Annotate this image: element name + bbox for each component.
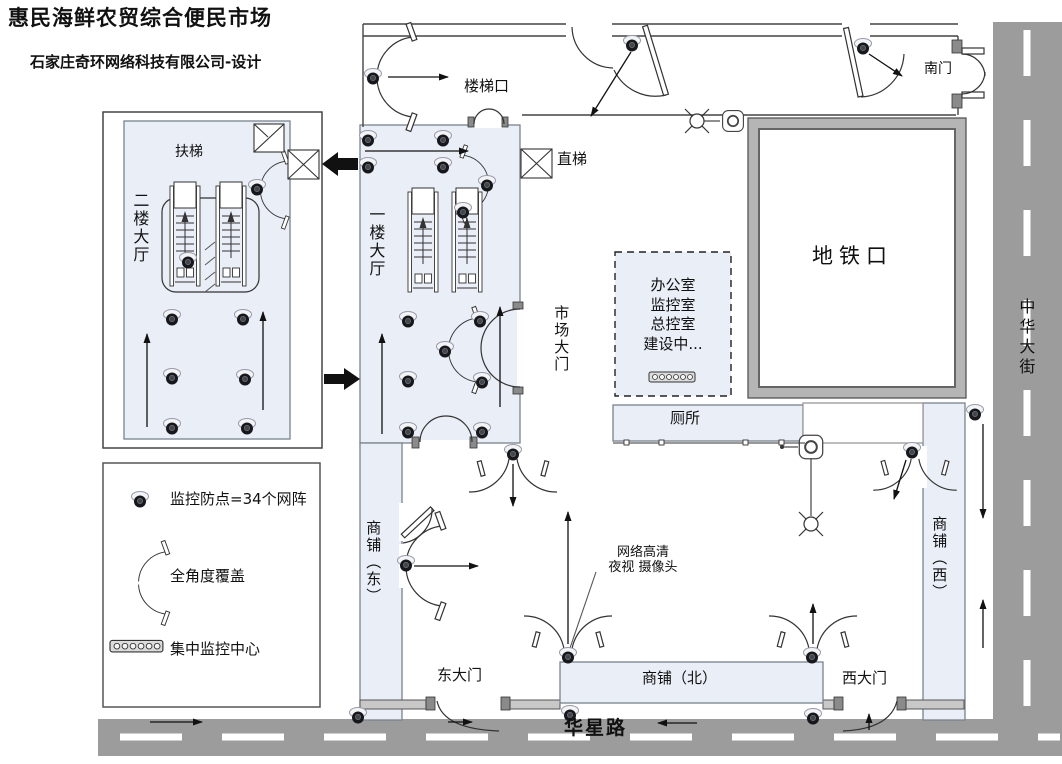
toilet-room <box>612 404 804 442</box>
flow-arrow-left <box>322 152 358 176</box>
corridor-room <box>802 402 924 444</box>
page-subtitle: 石家庄奇环网络科技有限公司-设计 <box>30 53 262 71</box>
dome-camera-icon <box>364 68 382 85</box>
doors-layer <box>400 24 986 732</box>
elevator-shaft-icon <box>520 148 553 179</box>
label-second-floor-hall: 二楼大厅 <box>130 192 150 264</box>
roads-layer <box>98 22 1062 756</box>
ceiling-mount-icon <box>721 109 745 133</box>
label-stairway-entrance: 楼梯口 <box>464 77 510 95</box>
dome-camera-icon <box>854 38 872 55</box>
central-monitor-icon <box>109 639 164 653</box>
label-subway-entrance: 地铁口 <box>812 244 893 268</box>
shops-west-strip <box>922 402 966 721</box>
dome-camera-icon <box>623 35 641 52</box>
label-toilet: 厕所 <box>670 409 701 427</box>
ceiling-mount-icon <box>798 434 824 460</box>
office-line: 总控室 <box>650 315 696 333</box>
label-market-gate: 市场大门 <box>552 305 571 373</box>
legend-item-coverage: 全角度覆盖 <box>170 567 246 585</box>
label-shops-north: 商铺（北） <box>642 669 718 687</box>
subway-entrance-inner <box>758 128 956 388</box>
office-box-text: 办公室 监控室 总控室 建设中... <box>618 276 728 354</box>
dome-camera-icon <box>803 647 821 664</box>
office-line: 建设中... <box>643 334 703 353</box>
fixtures-layer <box>109 108 824 653</box>
leader-line <box>569 571 597 649</box>
elevator-shaft-icon <box>253 123 285 153</box>
label-south-road: 华星路 <box>564 717 628 739</box>
office-line: 办公室 <box>650 276 696 294</box>
label-escalator: 扶梯 <box>175 144 203 160</box>
legend-item-cameras: 监控防点=34个网阵 <box>170 490 307 508</box>
dome-camera-icon <box>966 404 984 421</box>
camera-note-line2: 夜视 摄像头 <box>608 559 678 575</box>
rooms-layer <box>102 111 967 721</box>
first-floor-hall-room <box>359 124 521 444</box>
arrows-layer <box>143 51 987 730</box>
label-first-floor-hall: 一楼大厅 <box>366 206 386 278</box>
label-shops-west: 商铺（西） <box>930 516 949 601</box>
label-east-street: 中华大街 <box>1016 298 1036 378</box>
label-camera-note: 网络高清 夜视 摄像头 <box>588 545 698 576</box>
shops-east-strip <box>359 442 403 721</box>
dome-camera-icon <box>559 647 577 664</box>
flow-arrow-right <box>324 368 360 390</box>
door-jambs <box>411 39 963 711</box>
label-elevator: 直梯 <box>557 150 588 168</box>
vertical-transport <box>161 123 553 293</box>
dome-camera-icon <box>504 444 522 461</box>
page-title: 惠民海鲜农贸综合便民市场 <box>8 6 272 30</box>
legend-item-monitor-center: 集中监控中心 <box>170 640 261 658</box>
elevator-shaft-icon <box>287 149 320 180</box>
label-south-gate: 南门 <box>924 61 952 77</box>
escalator-enclosure <box>161 197 260 293</box>
shops-north-room <box>559 661 824 704</box>
camera-note-line1: 网络高清 <box>616 545 669 560</box>
label-west-gate: 西大门 <box>842 669 888 687</box>
central-monitor-icon <box>648 371 696 383</box>
office-line: 监控室 <box>650 295 696 314</box>
label-shops-east: 商铺（东） <box>364 520 383 605</box>
label-east-gate: 东大门 <box>437 666 483 684</box>
dome-camera-icon <box>903 442 921 459</box>
second-floor-hall-room <box>123 120 291 440</box>
